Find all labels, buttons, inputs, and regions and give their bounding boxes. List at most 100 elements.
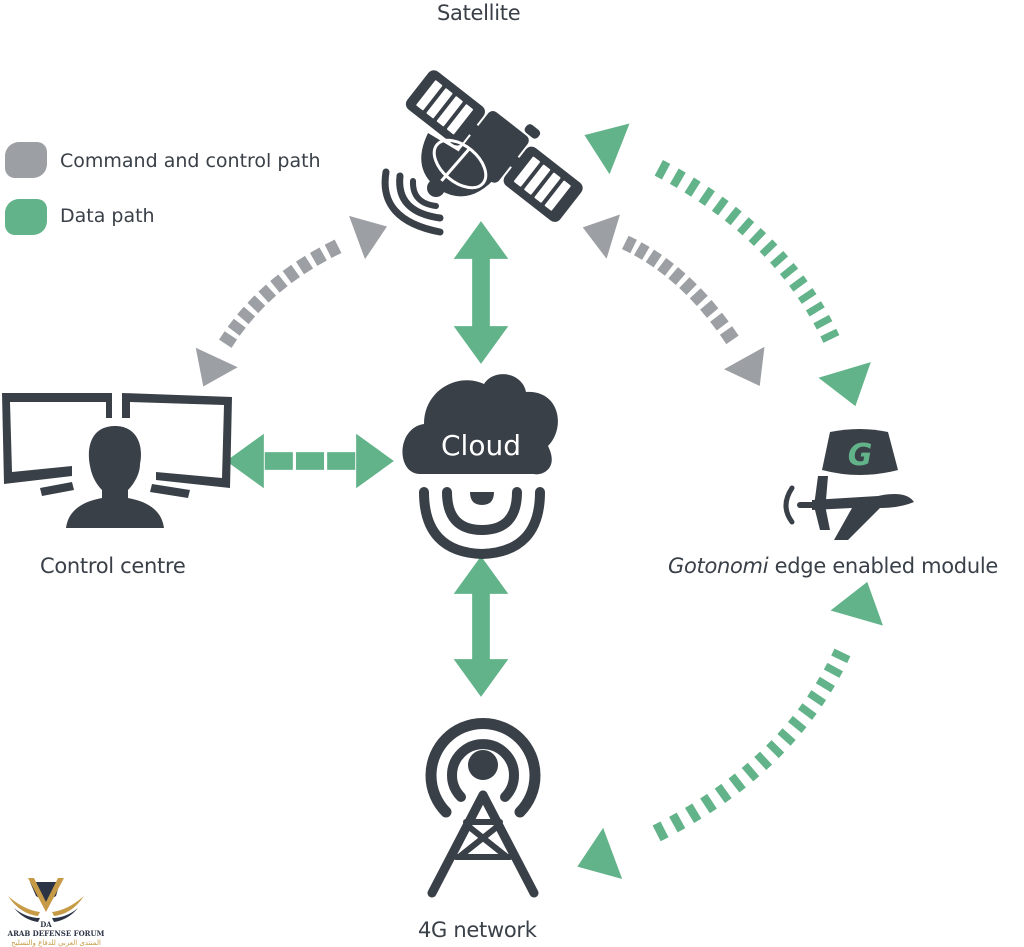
arrow-dash (741, 762, 760, 782)
arrowhead-module (818, 362, 871, 407)
arrow-dash (700, 300, 719, 318)
arrow-dash (669, 812, 686, 833)
arrow-dash (324, 239, 342, 259)
satellite-label: Satellite (437, 1, 521, 25)
legend-swatch-data (5, 199, 47, 235)
arrowhead-control_centre (226, 433, 264, 489)
arrow-dash (759, 239, 778, 257)
arrow-dash (787, 715, 807, 734)
arrow-dash (807, 690, 827, 707)
watermark-monogram: DA (40, 920, 52, 929)
arrow-dash (710, 312, 729, 331)
legend-label-command: Command and control path (60, 150, 321, 172)
arrow-dash (820, 328, 840, 343)
arrow-dash (684, 803, 702, 823)
arrow-dash (327, 452, 356, 470)
arrow-dash (684, 177, 701, 197)
arrowhead-network_4g (577, 827, 623, 880)
cell-tower-icon (425, 718, 541, 898)
arrow-dash (748, 228, 767, 246)
arrow-dash (654, 159, 671, 180)
arrowhead-control_centre (195, 347, 238, 387)
module-label-brand: Gotonomi (668, 554, 769, 578)
watermark-arabic: المنتدى العربي للدفاع والتسليح (11, 939, 101, 947)
arrow-dash (797, 703, 817, 720)
arrow-dash (714, 783, 732, 804)
arrow-control_centre-satellite-command-path (219, 239, 342, 348)
network-4g-label: 4G network (418, 918, 537, 942)
legend-label-data: Data path (60, 205, 155, 227)
arrowhead-satellite (582, 214, 620, 259)
arrow-control_centre-cloud-data-path (264, 452, 356, 470)
arrow-dash (777, 728, 796, 746)
arrow-dash (679, 277, 697, 296)
arrow-dash (698, 186, 715, 206)
arrow-dash (237, 306, 256, 325)
arrow-dash (719, 326, 739, 345)
arrow-dash (823, 662, 843, 678)
arrow-dash (689, 288, 708, 306)
arrow-network_4g-module-data-path (652, 648, 851, 842)
arrow-dash (728, 773, 746, 793)
cloud-label: Cloud (441, 429, 521, 462)
arrowhead-cloud (453, 556, 509, 594)
arrow-dash (621, 235, 637, 254)
arrow-dash (295, 452, 325, 470)
satellite-icon (381, 70, 583, 236)
arrow-dash (736, 217, 755, 236)
arrow-dash (472, 589, 490, 662)
arrow-dash (831, 648, 851, 664)
arrow-dash (711, 196, 729, 216)
arrowhead-network_4g (453, 659, 509, 697)
arrow-dash (227, 318, 246, 336)
arrow-dash (789, 275, 808, 292)
arrow-dash (282, 264, 300, 284)
watermark-logo: DA ARAB DEFENSE FORUM المنتدى العربي للد… (7, 878, 105, 947)
module-label: Gotonomi edge enabled module (668, 554, 998, 578)
arrowhead-cloud (453, 326, 509, 364)
arrow-dash (815, 676, 835, 693)
arrow-dash (264, 452, 293, 470)
arrow-dash (797, 288, 817, 304)
arrow-dash (219, 331, 238, 348)
arrow-dash (247, 295, 266, 314)
arrowhead-satellite (453, 221, 509, 259)
module-label-rest: edge enabled module (768, 554, 999, 578)
arrow-dash (633, 242, 650, 260)
module-badge-letter: G (848, 438, 873, 473)
arrow-satellite-cloud-data-path (472, 257, 490, 331)
arrow-dash (472, 257, 490, 331)
arrowhead-satellite (584, 123, 630, 175)
arrow-dash (766, 740, 785, 759)
control-centre-label: Control centre (40, 554, 186, 578)
arrow-dash (657, 257, 674, 276)
operator-monitors-icon (2, 393, 232, 528)
arrowhead-module (724, 346, 765, 386)
arrow-dash (668, 267, 686, 285)
arrow-dash (309, 247, 327, 266)
arrowhead-cloud (356, 433, 394, 489)
arrow-dash (270, 274, 288, 293)
arrow-dash (724, 206, 742, 226)
arrow-dash (645, 249, 662, 268)
arrow-satellite-module-command-path (621, 235, 739, 345)
arrowhead-satellite (349, 215, 387, 260)
watermark-english: ARAB DEFENSE FORUM (7, 929, 105, 938)
arrow-dash (770, 250, 789, 269)
arrow-dash (779, 262, 799, 280)
arrow-satellite-module-data-path (654, 159, 840, 343)
arrow-dash (652, 821, 669, 842)
connection-arrows (195, 123, 883, 880)
arrow-dash (258, 284, 277, 303)
legend-swatch-command (5, 142, 47, 178)
arrow-dash (700, 793, 717, 814)
arrow-dash (805, 301, 825, 317)
arrow-dash (754, 751, 773, 770)
arrow-dash (669, 168, 686, 188)
arrow-cloud-network_4g-data-path (472, 589, 490, 662)
drone-module-icon: G (783, 429, 914, 540)
arrowhead-module (830, 581, 883, 626)
cloud-icon: Cloud (402, 374, 558, 560)
